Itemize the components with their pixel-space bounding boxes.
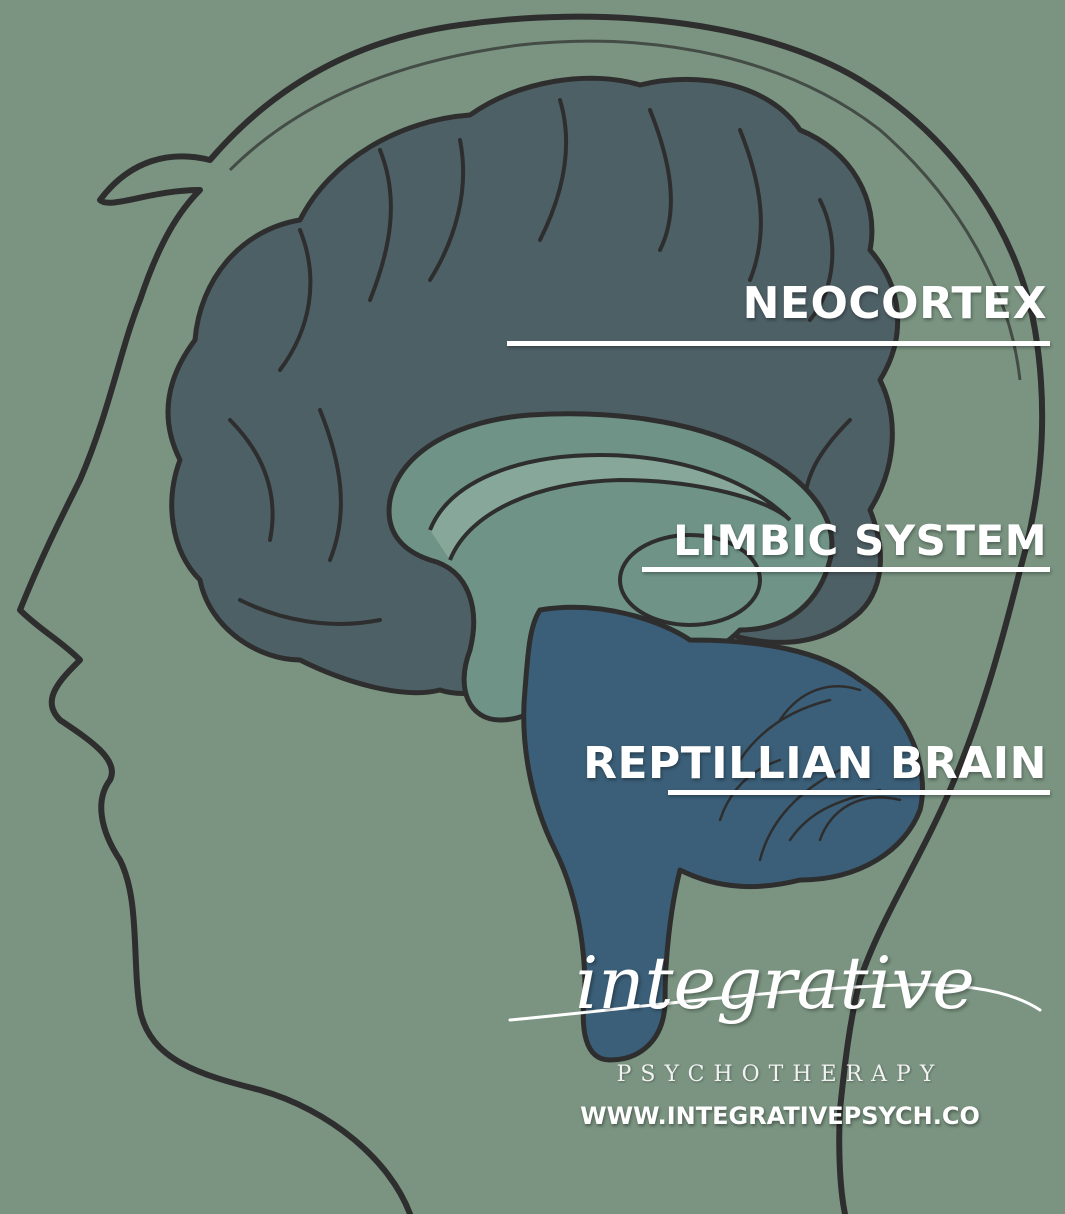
brand-subtitle: PSYCHOTHERAPY — [560, 1062, 1000, 1087]
rule-neocortex — [507, 341, 1050, 346]
label-neocortex: NEOCORTEX — [743, 278, 1047, 329]
logo-script: integrative — [575, 941, 975, 1025]
label-reptilian: REPTILLIAN BRAIN — [583, 738, 1047, 789]
rule-reptilian — [668, 790, 1050, 795]
label-limbic: LIMBIC SYSTEM — [673, 516, 1047, 565]
rule-limbic — [642, 567, 1050, 572]
brand-url: WWW.INTEGRATIVEPSYCH.CO — [560, 1102, 1000, 1130]
